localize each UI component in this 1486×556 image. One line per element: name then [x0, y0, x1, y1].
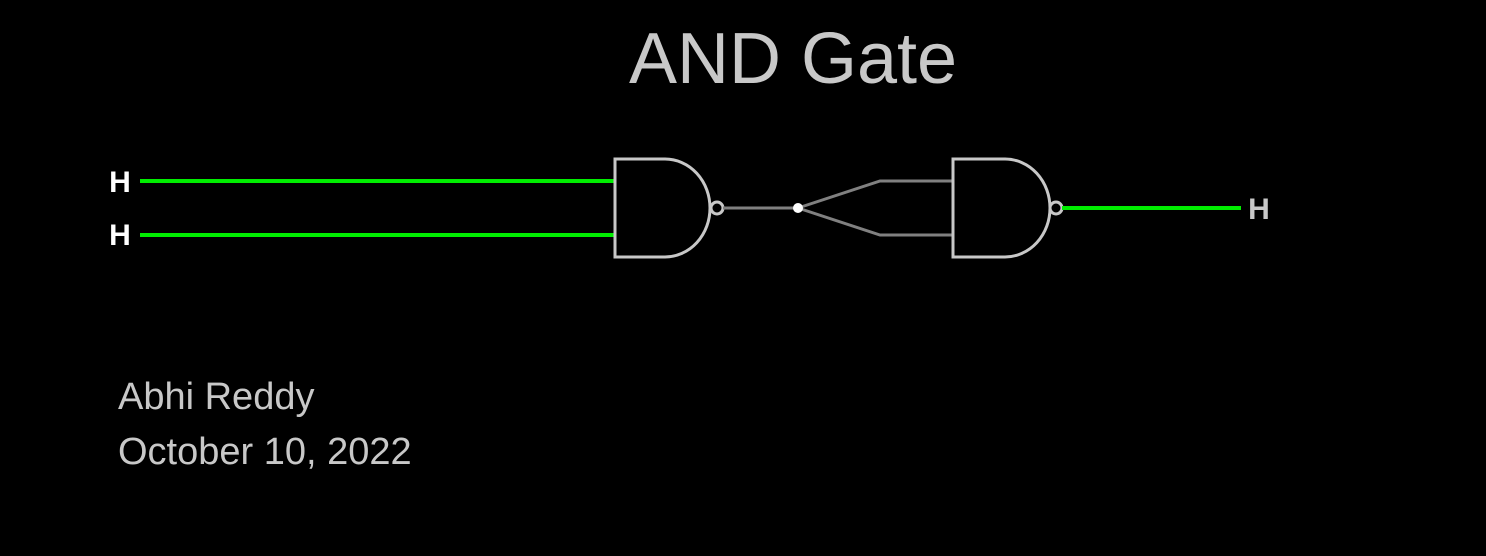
nand-gate-2-bubble — [1048, 200, 1064, 216]
nand-gate-1-bubble — [709, 200, 725, 216]
split-wire-top[interactable] — [797, 179, 953, 210]
split-wire-bottom[interactable] — [797, 206, 953, 237]
nand-gate-1-body — [613, 157, 712, 259]
nand-gate-2[interactable] — [951, 157, 1064, 259]
nand-gate-2-body — [951, 157, 1052, 259]
input-a-label: H — [109, 166, 131, 199]
diagram-title: AND Gate — [629, 19, 957, 99]
nand-gate-1[interactable] — [613, 157, 725, 259]
author-name: Abhi Reddy — [118, 376, 315, 418]
input-b-label: H — [109, 219, 131, 252]
junction-dot — [793, 203, 803, 213]
diagram-date: October 10, 2022 — [118, 431, 412, 473]
output-label: H — [1248, 193, 1270, 226]
